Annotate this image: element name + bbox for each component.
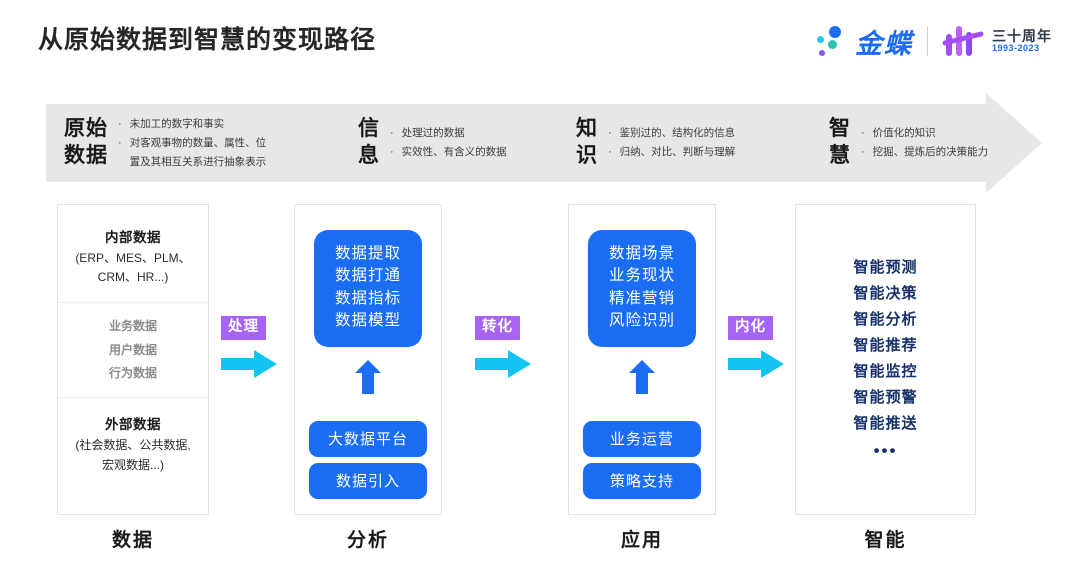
brand-divider [927,26,928,56]
banner-bullet: 归纳、对比、判断与理解 [619,146,736,158]
anniversary-years: 1993-2023 [992,42,1040,53]
internal-data-block: 内部数据 (ERP、MES、PLM、 CRM、HR...) [58,205,208,302]
banner-bullet: 处理过的数据 [401,127,465,139]
anniversary-text: 三十周年 1993-2023 [992,29,1052,53]
stage-label-analysis: 分析 [346,530,389,551]
banner-section-wisdom: 智 慧 · · 价值化的知识 挖掘、提炼后的决策能力 [823,104,1024,182]
middle-data-block: 业务数据 用户数据 行为数据 [58,302,208,399]
card-line: 数据提取 [334,245,401,262]
anniversary-mark-icon [942,24,984,58]
right-arrow-icon [475,349,531,379]
stage-label-intelligence: 智能 [864,530,907,551]
banner-bullet: 对客观事物的数量、属性、位 [129,136,267,149]
banner-key-raw-data: 原始 数据 [64,117,108,167]
card-line: 精准营销 [608,289,675,307]
kingdee-dots-icon [815,24,845,58]
banner-bullet: 实效性、有含义的数据 [401,146,507,158]
bullet-dots: · · [390,127,394,158]
external-data-sub-line2: 宏观数据...) [102,457,164,472]
application-pill-business-operations: 业务运营 [583,421,701,457]
right-arrow-icon [221,349,277,379]
list-item: 智能预警 [853,389,918,406]
card-line: 数据场景 [608,245,675,262]
connector-label-transformation: 转化 [475,316,520,340]
card-line: 风险识别 [608,312,675,330]
banner-section-information: 信 息 · · 处理过的数据 实效性、有含义的数据 [350,104,570,182]
list-item: 智能推荐 [853,337,918,354]
dikw-arrow-banner: 原始 数据 · · · 未加工的数字和事实 对客观事物的数量、属性、位 置及其相… [46,93,1042,193]
banner-sections: 原始 数据 · · · 未加工的数字和事实 对客观事物的数量、属性、位 置及其相… [46,104,988,182]
connector-transformation: 转化 [475,316,541,379]
banner-key-wisdom: 智 慧 [829,117,851,167]
external-data-title: 外部数据 [105,417,161,433]
external-data-block: 外部数据 (社会数据、公共数据, 宏观数据...) [58,398,208,485]
stage-card-intelligence: 智能预测 智能决策 智能分析 智能推荐 智能监控 智能预警 智能推送 ••• [795,204,976,515]
card-line: 业务现状 [608,267,675,285]
card-line: 数据打通 [334,267,401,285]
stage-card-data: 内部数据 (ERP、MES、PLM、 CRM、HR...) 业务数据 用户数据 … [57,204,209,515]
list-item: 智能监控 [853,363,918,380]
connector-internalization: 内化 [728,316,794,379]
page-title: 从原始数据到智慧的变现路径 [38,26,377,54]
connector-processing: 处理 [221,316,287,379]
banner-bullet: 鉴别过的、结构化的信息 [619,127,736,139]
up-arrow-icon [355,360,381,394]
list-item: 智能决策 [853,285,918,302]
application-pill-strategy-support: 策略支持 [583,463,701,499]
internal-data-sub-line1: (ERP、MES、PLM、 [75,250,191,265]
brand-logo: 金蝶 三十周年 1993-2023 [815,22,1052,60]
banner-bullet: 置及其相互关系进行抽象表示 [129,155,267,168]
stage-card-analysis: 数据提取 数据打通 数据指标 数据模型 大数据平台 数据引入 [294,204,442,515]
brand-name: 金蝶 [855,28,913,59]
list-item: 用户数据 [108,342,157,357]
up-arrow-icon [629,360,655,394]
bullet-dots: · · [861,127,865,158]
list-item: 智能推送 [853,415,918,432]
list-item: 业务数据 [108,319,157,334]
stage-label-application: 应用 [620,530,663,551]
banner-key-knowledge: 知 识 [576,117,598,167]
list-item: 行为数据 [108,365,157,380]
intelligence-list: 智能预测 智能决策 智能分析 智能推荐 智能监控 智能预警 智能推送 ••• [796,255,975,465]
internal-data-title: 内部数据 [105,230,161,245]
list-item: 智能预测 [853,259,918,276]
card-line: 数据指标 [334,289,401,307]
banner-section-knowledge: 知 识 · · 鉴别过的、结构化的信息 归纳、对比、判断与理解 [570,104,823,182]
banner-section-raw-data: 原始 数据 · · · 未加工的数字和事实 对客观事物的数量、属性、位 置及其相… [46,104,350,182]
analysis-pill-big-data-platform: 大数据平台 [309,421,427,457]
analysis-capability-card: 数据提取 数据打通 数据指标 数据模型 [314,230,422,347]
bullet-dots: · · · [118,117,122,149]
external-data-sub-line1: (社会数据、公共数据, [75,437,191,452]
banner-bullet: 挖掘、提炼后的决策能力 [872,146,989,158]
bullet-dots: · · [608,127,612,158]
connector-label-processing: 处理 [221,316,266,340]
anniversary-title: 三十周年 [992,27,1052,44]
list-item: 智能分析 [853,311,918,328]
banner-bullet: 未加工的数字和事实 [129,117,225,130]
list-ellipsis: ••• [873,441,898,460]
right-arrow-icon [728,349,784,379]
stage-card-application: 数据场景 业务现状 精准营销 风险识别 业务运营 策略支持 [568,204,716,515]
banner-bullet: 价值化的知识 [872,127,936,139]
analysis-pill-data-ingestion: 数据引入 [309,463,427,499]
application-scenario-card: 数据场景 业务现状 精准营销 风险识别 [588,230,696,347]
stage-label-data: 数据 [111,530,154,551]
connector-label-internalization: 内化 [728,316,773,340]
banner-key-information: 信 息 [358,117,380,167]
internal-data-sub-line2: CRM、HR...) [97,270,169,285]
card-line: 数据模型 [334,312,401,330]
arrow-shape [46,93,1042,193]
